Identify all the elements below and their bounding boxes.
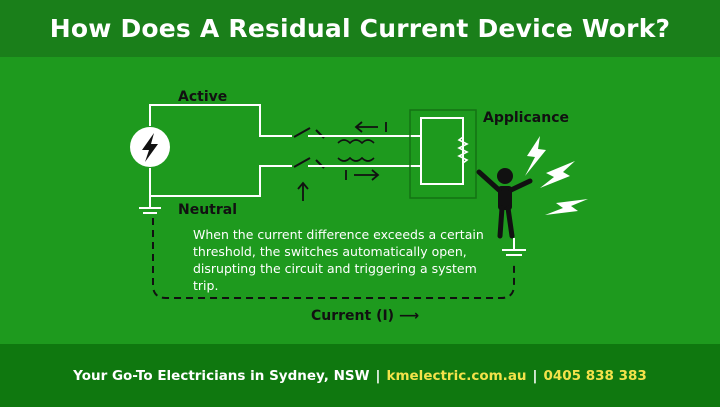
footer-separator-1: | (375, 367, 381, 384)
switch-bars (308, 135, 350, 167)
footer-website-link[interactable]: kmelectric.com.au (386, 367, 527, 384)
diagram-area (0, 57, 720, 344)
footer-company: Your Go-To Electricians in Sydney, NSW (73, 367, 370, 384)
toroid-coil (337, 139, 375, 162)
current-arrow-right (345, 169, 380, 181)
switch-contacts (293, 127, 325, 169)
header-bar: How Does A Residual Current Device Work? (0, 0, 720, 57)
footer-bar: Your Go-To Electricians in Sydney, NSW |… (0, 344, 720, 407)
leakage-current-path (152, 218, 515, 299)
page-title: How Does A Residual Current Device Work? (49, 14, 671, 43)
footer-separator-2: | (532, 367, 538, 384)
label-appliance: Applicance (483, 110, 569, 126)
label-active: Active (178, 89, 227, 105)
active-wire (149, 104, 292, 137)
coil-feed-lines (350, 135, 420, 167)
resistor-icon (457, 136, 469, 164)
person-ground (502, 238, 526, 256)
lightning-bolt-icon (142, 133, 158, 162)
footer-phone-link[interactable]: 0405 838 383 (543, 367, 647, 384)
label-current: Current (I) ⟶ (311, 308, 419, 324)
spark-icon (525, 136, 588, 215)
neutral-wire (149, 165, 292, 197)
current-arrow-left (354, 121, 387, 133)
appliance-box (409, 109, 477, 199)
person-icon (476, 168, 533, 239)
source-ground (139, 196, 161, 214)
power-source (130, 127, 170, 167)
description-text: When the current difference exceeds a ce… (193, 227, 484, 293)
label-neutral: Neutral (178, 202, 237, 218)
trip-arrow-up (297, 181, 309, 201)
